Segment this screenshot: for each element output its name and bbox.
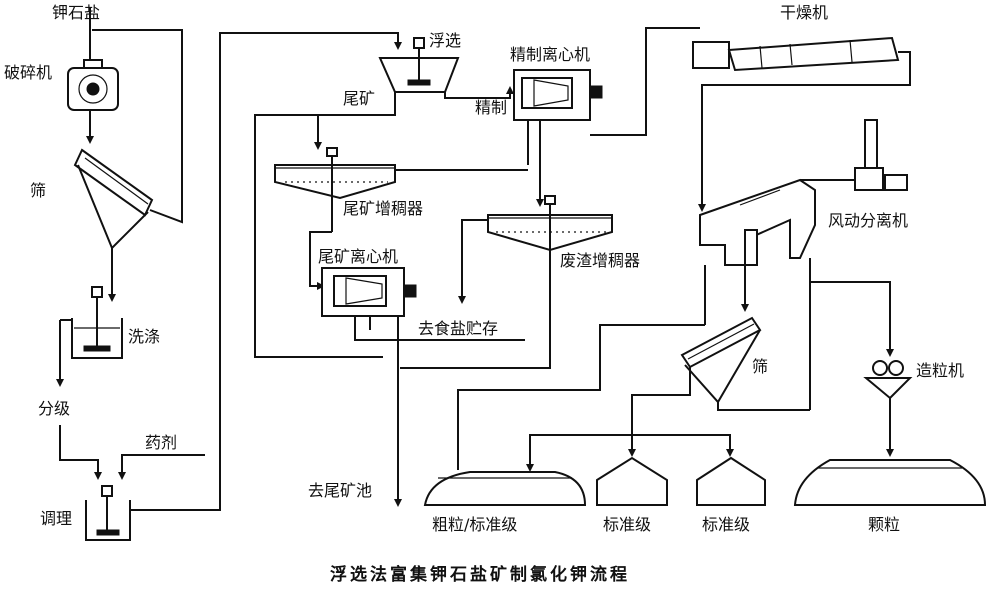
reagent-line	[118, 454, 205, 480]
label-concentrate: 精制	[475, 98, 507, 117]
oversize-return-line	[92, 29, 183, 224]
label-air-separator: 风动分离机	[828, 211, 908, 230]
label-tailings: 尾矿	[343, 89, 375, 108]
label-fine-centrifuge: 精制离心机	[510, 45, 590, 64]
tailings-thickener	[274, 147, 396, 200]
label-screen-1: 筛	[30, 181, 46, 200]
flotation-cell	[378, 37, 460, 93]
label-tail-centrifuge: 尾矿离心机	[318, 247, 398, 266]
pile-granules	[793, 459, 987, 506]
washing-tank	[71, 286, 123, 359]
pile-standard-1	[596, 456, 668, 506]
figure-caption: 浮选法富集钾石盐矿制氯化钾流程	[330, 564, 630, 585]
tailings-line	[254, 92, 396, 358]
label-coarse-standard: 粗粒/标准级	[432, 515, 517, 534]
label-classify: 分级	[38, 399, 70, 418]
tailings-centrifuge	[321, 267, 417, 317]
air-separator	[699, 119, 908, 266]
crusher	[67, 59, 119, 111]
conditioning-tank	[85, 485, 131, 541]
label-crusher: 破碎机	[4, 63, 52, 82]
screen-1	[73, 148, 154, 250]
label-standard-1: 标准级	[603, 515, 651, 534]
label-flotation: 浮选	[429, 31, 461, 50]
to-dryer-line	[590, 27, 700, 136]
label-tail-thickener: 尾矿增稠器	[343, 199, 423, 218]
fine-centrifuge	[513, 69, 603, 121]
label-conditioning: 调理	[40, 509, 72, 528]
label-washing: 洗涤	[128, 327, 160, 346]
granulator	[863, 360, 913, 400]
slag-thickener	[487, 195, 613, 252]
screen-2	[680, 316, 762, 404]
label-to-salt-storage: 去食盐贮存	[418, 319, 498, 338]
label-granulator: 造粒机	[916, 361, 964, 380]
label-standard-2: 标准级	[702, 515, 750, 534]
label-dryer: 干燥机	[780, 3, 828, 22]
pile-standard-2	[696, 456, 766, 506]
label-granules: 颗粒	[868, 515, 900, 534]
pile-coarse-standard	[423, 471, 587, 506]
to-flotation-line	[130, 32, 402, 511]
label-slag-thickener: 废渣增稠器	[560, 251, 640, 270]
label-screen-2: 筛	[752, 357, 768, 376]
label-feed: 钾石盐	[52, 3, 100, 22]
label-reagent: 药剂	[145, 433, 177, 452]
rotary-dryer	[692, 36, 900, 72]
label-to-tail-pond: 去尾矿池	[308, 481, 372, 500]
